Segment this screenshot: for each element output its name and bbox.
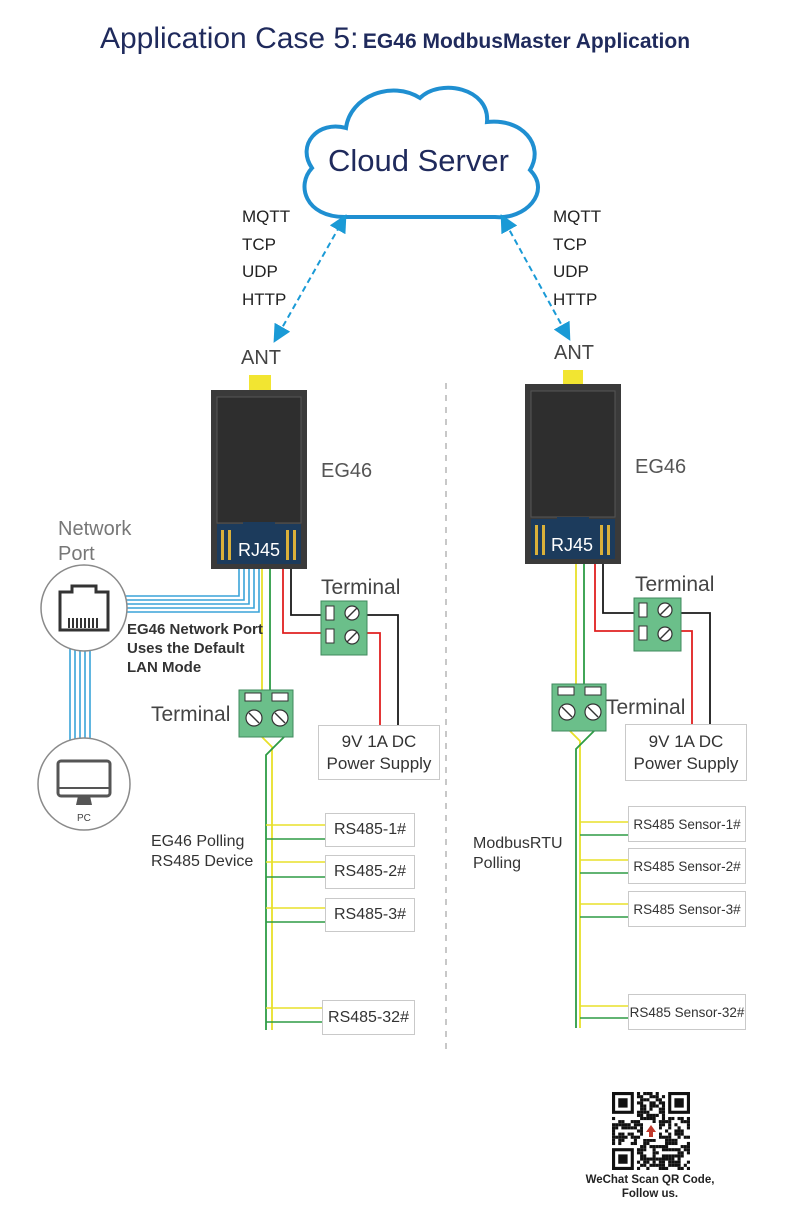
left-rs485-b-wire: [265, 569, 285, 1030]
title-prefix: Application Case 5:: [99, 22, 359, 55]
right-ant-label: ANT: [554, 342, 594, 364]
right-cloud-arrow: [500, 214, 571, 341]
right-terminal-bottom: [551, 683, 607, 732]
left-terminal-bottom-label: Terminal: [151, 703, 231, 726]
left-ethernet-cables: [69, 569, 260, 740]
left-terminal-top-label: Terminal: [321, 576, 401, 599]
lan-mode-note: EG46 Network Port Uses the Default LAN M…: [127, 621, 263, 676]
left-terminal-top: [320, 600, 368, 656]
right-device-label: EG46: [635, 456, 687, 478]
cloud-shape: [302, 85, 540, 220]
left-antenna: [249, 375, 271, 391]
cloud-server-label: Cloud Server: [328, 143, 509, 178]
protocol-tcp: TCP: [242, 234, 276, 254]
right-terminal-bottom-label: Terminal: [606, 696, 686, 719]
left-rj45-pins: [221, 530, 296, 560]
network-port-icon: [40, 564, 128, 652]
left-rs485-device-32: RS485-32#: [322, 1000, 415, 1035]
left-terminal-bottom: [238, 689, 294, 738]
page-title: Application Case 5: EG46 ModbusMaster Ap…: [0, 22, 790, 56]
right-rs485-sensor-2: RS485 Sensor-2#: [628, 848, 746, 884]
pc-label: PC: [77, 813, 91, 824]
protocol-tcp: TCP: [553, 234, 587, 254]
left-rj45-label: RJ45: [238, 540, 281, 560]
left-rs485-device-2: RS485-2#: [325, 855, 415, 889]
left-cloud-arrow: [273, 214, 347, 343]
right-rs485-b-wire: [575, 564, 595, 1028]
right-terminal-top-label: Terminal: [635, 573, 715, 596]
right-power-neg-wire: [602, 564, 711, 724]
left-bus-branches: [266, 824, 325, 1023]
title-rest: EG46 ModbusMaster Application: [362, 30, 691, 53]
right-rs485-sensor-3: RS485 Sensor-3#: [628, 891, 746, 927]
qr-code: [612, 1092, 690, 1170]
right-rs485-sensor-32: RS485 Sensor-32#: [628, 994, 746, 1030]
left-ant-label: ANT: [241, 347, 281, 369]
left-device-label: EG46: [321, 460, 373, 482]
protocol-udp: UDP: [553, 262, 589, 281]
right-polling-label: ModbusRTU Polling: [473, 835, 563, 872]
right-terminal-top: [633, 597, 682, 652]
protocol-mqtt: MQTT: [553, 207, 602, 226]
left-rs485-a-wire: [261, 569, 273, 1030]
right-rs485-a-wire: [569, 564, 581, 1028]
left-polling-label: EG46 Polling RS485 Device: [151, 833, 254, 870]
left-power-supply: 9V 1A DC Power Supply: [318, 725, 440, 780]
right-bus-branches: [580, 821, 628, 1019]
protocol-mqtt: MQTT: [242, 207, 291, 226]
right-rs485-sensor-1: RS485 Sensor-1#: [628, 806, 746, 842]
left-protocol-list: MQTT TCP UDP HTTP: [242, 203, 290, 313]
protocol-udp: UDP: [242, 262, 278, 281]
right-protocol-list: MQTT TCP UDP HTTP: [553, 203, 601, 313]
network-port-label: Network Port: [58, 518, 132, 565]
right-rj45-pins: [535, 525, 610, 555]
right-antenna: [563, 370, 583, 384]
left-rs485-device-3: RS485-3#: [325, 898, 415, 932]
left-power-neg-wire: [290, 569, 399, 725]
protocol-http: HTTP: [242, 289, 287, 309]
qr-caption: WeChat Scan QR Code, Follow us.: [585, 1174, 715, 1200]
right-rj45-label: RJ45: [551, 535, 594, 555]
right-power-supply: 9V 1A DC Power Supply: [625, 724, 747, 781]
left-rs485-device-1: RS485-1#: [325, 813, 415, 847]
protocol-http: HTTP: [553, 289, 598, 309]
